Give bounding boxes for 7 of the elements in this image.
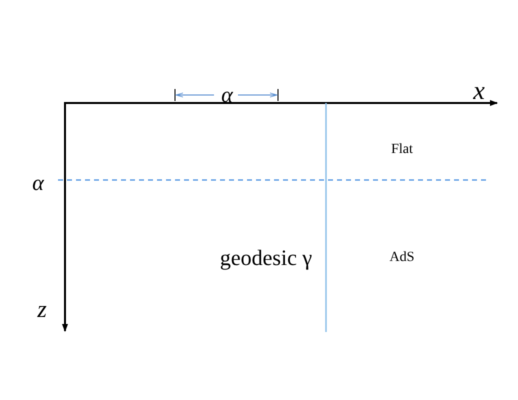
axis-label: x [473, 78, 485, 104]
region-label: Flat [391, 143, 413, 157]
curve-label: geodesic γ [220, 247, 312, 269]
region-label: AdS [390, 251, 414, 265]
axis-label: α [32, 172, 44, 194]
dimension-label: α [221, 84, 233, 106]
axis-label: z [37, 298, 47, 322]
